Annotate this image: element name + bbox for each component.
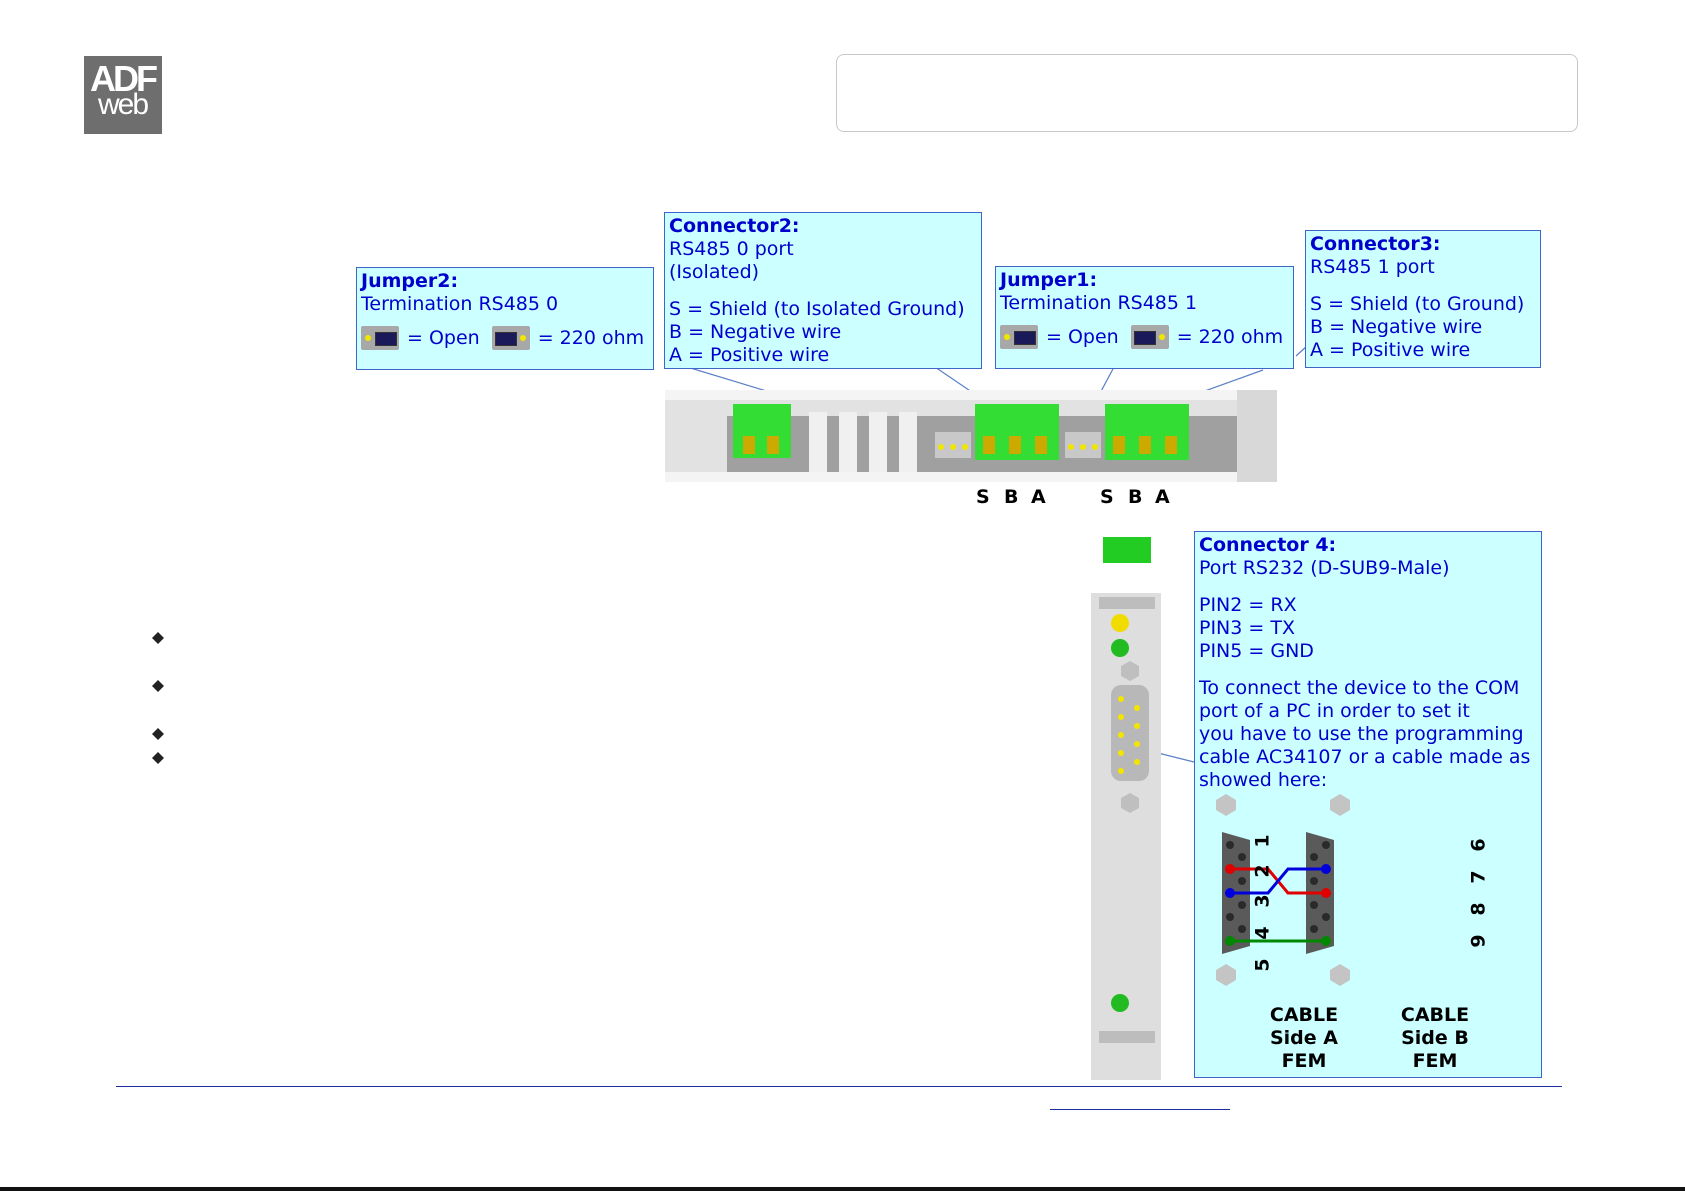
jumper1-open-label: = Open xyxy=(1046,326,1119,348)
jumper2-open-label: = Open xyxy=(407,327,480,349)
adfweb-logo: ADF web xyxy=(84,56,162,134)
power-connector xyxy=(733,404,791,458)
connector4-pin3: PIN3 = TX xyxy=(1199,617,1295,639)
jumper-open-icon xyxy=(1000,325,1038,349)
connector3-title: Connector3: xyxy=(1310,233,1441,255)
connector2-negative: B = Negative wire xyxy=(669,321,842,343)
jumper1-closed-label: = 220 ohm xyxy=(1176,326,1284,348)
cable-pin-8: 8 xyxy=(1467,902,1490,916)
dsub9-connector xyxy=(1111,685,1149,781)
jumper-closed-icon xyxy=(1130,325,1169,349)
logo-text-bottom: web xyxy=(98,88,149,121)
side-connector xyxy=(1103,537,1151,563)
connector4-line1: Port RS232 (D-SUB9-Male) xyxy=(1199,557,1450,579)
connector2-shield: S = Shield (to Isolated Ground) xyxy=(669,298,965,320)
connector4-pin2: PIN2 = RX xyxy=(1199,594,1297,616)
connector4-title: Connector 4: xyxy=(1199,534,1337,556)
status-led-yellow xyxy=(1111,614,1129,632)
connector4-callout: Connector 4: Port RS232 (D-SUB9-Male) PI… xyxy=(1194,531,1542,1078)
connector3-negative: B = Negative wire xyxy=(1310,316,1483,338)
footer-divider xyxy=(116,1086,1562,1087)
pin-label-a2: A xyxy=(1155,486,1170,508)
screw-icon xyxy=(1216,794,1236,816)
jumper2-closed-label: = 220 ohm xyxy=(537,327,645,349)
connector2-line2: (Isolated) xyxy=(669,261,760,283)
device-side-view xyxy=(1091,537,1161,1080)
header-title-box xyxy=(836,54,1578,132)
connector4-desc4: cable AC34107 or a cable made as xyxy=(1199,746,1531,768)
cable-pins-left: 1 2 3 4 5 xyxy=(1250,830,1280,980)
screw-icon xyxy=(1330,794,1350,816)
bullet-icon xyxy=(152,752,164,764)
bullet-icon xyxy=(152,680,164,692)
cable-pin-4: 4 xyxy=(1251,926,1274,940)
connector2-title: Connector2: xyxy=(669,215,800,237)
tx-wire xyxy=(1230,867,1326,895)
cable-pin-1: 1 xyxy=(1251,834,1274,848)
logo-text-top: ADF xyxy=(90,58,158,99)
pin-label-a1: A xyxy=(1031,486,1046,508)
connector2-positive: A = Positive wire xyxy=(669,344,830,366)
connector3-callout: Connector3: RS485 1 port S = Shield (to … xyxy=(1305,230,1541,368)
connector4-desc1: To connect the device to the COM xyxy=(1199,677,1520,699)
cable-pin-6: 6 xyxy=(1467,838,1490,852)
connector3-shield: S = Shield (to Ground) xyxy=(1310,293,1525,315)
screw-icon xyxy=(1216,964,1236,986)
connector4-desc2: port of a PC in order to set it xyxy=(1199,700,1470,722)
connector4-pin5: PIN5 = GND xyxy=(1199,640,1314,662)
pin-label-s2: S xyxy=(1100,486,1114,508)
connector4-desc5: showed here: xyxy=(1199,769,1328,791)
jumper-open-icon xyxy=(361,326,399,350)
jumper2-legend: = Open = 220 ohm xyxy=(361,326,649,350)
cable-pin-2: 2 xyxy=(1251,864,1274,878)
cable-diagram xyxy=(1216,794,1350,986)
pin-label-b2: B xyxy=(1128,486,1143,508)
connector2-line1: RS485 0 port xyxy=(669,238,794,260)
status-led-green-2 xyxy=(1111,994,1129,1012)
jumper1-line1: Termination RS485 1 xyxy=(1000,292,1198,314)
cable-pin-3: 3 xyxy=(1251,894,1274,908)
cable-pin-7: 7 xyxy=(1467,870,1490,884)
footer-link-underline[interactable] xyxy=(1050,1096,1230,1110)
connector2-callout: Connector2: RS485 0 port (Isolated) S = … xyxy=(664,212,982,369)
cable-pins-right: 6 7 8 9 xyxy=(1466,834,1496,964)
connector3-positive: A = Positive wire xyxy=(1310,339,1471,361)
jumper1-callout: Jumper1: Termination RS485 1 = Open = 22… xyxy=(995,266,1294,369)
jumper1-legend: = Open = 220 ohm xyxy=(1000,325,1289,349)
pin-label-b1: B xyxy=(1004,486,1019,508)
jumper2-line1: Termination RS485 0 xyxy=(361,293,559,315)
status-led-green xyxy=(1111,639,1129,657)
device-top-view xyxy=(665,390,1277,482)
connector3-line1: RS485 1 port xyxy=(1310,256,1435,278)
cable-pin-5: 5 xyxy=(1251,958,1274,972)
jumper1-title: Jumper1: xyxy=(1000,269,1098,291)
jumper2-callout: Jumper2: Termination RS485 0 = Open = 22… xyxy=(356,267,654,370)
cable-pin-9: 9 xyxy=(1467,934,1490,948)
connector4-desc3: you have to use the programming xyxy=(1199,723,1524,745)
bottom-bar xyxy=(0,1187,1685,1191)
screw-icon xyxy=(1330,964,1350,986)
jumper2-title: Jumper2: xyxy=(361,270,459,292)
jumper-closed-icon xyxy=(491,326,530,350)
bullet-icon xyxy=(152,728,164,740)
bullet-icon xyxy=(152,632,164,644)
pin-label-s1: S xyxy=(976,486,990,508)
